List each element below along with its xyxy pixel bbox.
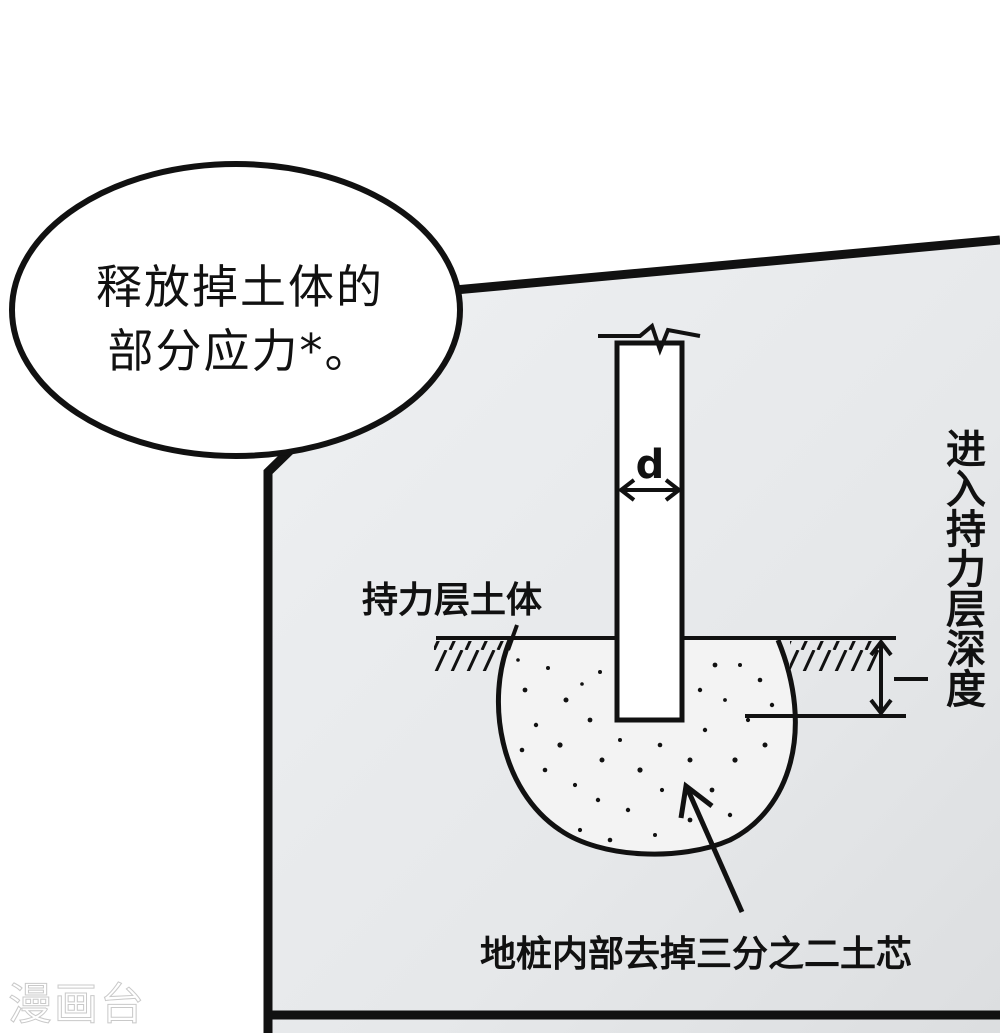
watermark-logo: 漫画台 bbox=[8, 979, 146, 1031]
soil-bowl bbox=[495, 639, 798, 857]
speech-line-2: 部分应力*。 bbox=[107, 324, 373, 378]
depth-arrow-bottom bbox=[869, 698, 893, 717]
embed-depth-label: 进入持力层深度 bbox=[939, 428, 986, 708]
core-arrow-head bbox=[678, 781, 714, 819]
speech-bubble bbox=[9, 161, 463, 459]
ground-hatch-left bbox=[434, 641, 506, 671]
diameter-arrow-right bbox=[664, 478, 683, 502]
core-removed-label: 地桩内部去掉三分之二土芯 bbox=[480, 934, 912, 975]
diameter-arrow-left bbox=[617, 478, 636, 502]
bearing-soil-leader bbox=[506, 624, 519, 651]
speech-line-1: 释放掉土体的 bbox=[96, 260, 384, 314]
bearing-soil-label: 持力层土体 bbox=[362, 580, 542, 621]
speech-bubble-text: 释放掉土体的 部分应力*。 bbox=[60, 255, 420, 383]
pile bbox=[614, 340, 685, 723]
pile-diameter-label: d bbox=[636, 442, 665, 488]
depth-arrow-top bbox=[869, 638, 893, 657]
pile-break-mark bbox=[598, 322, 701, 356]
soil-speckles bbox=[516, 658, 775, 843]
ground-hatch-right bbox=[790, 641, 880, 671]
core-arrow-shaft bbox=[685, 788, 745, 914]
